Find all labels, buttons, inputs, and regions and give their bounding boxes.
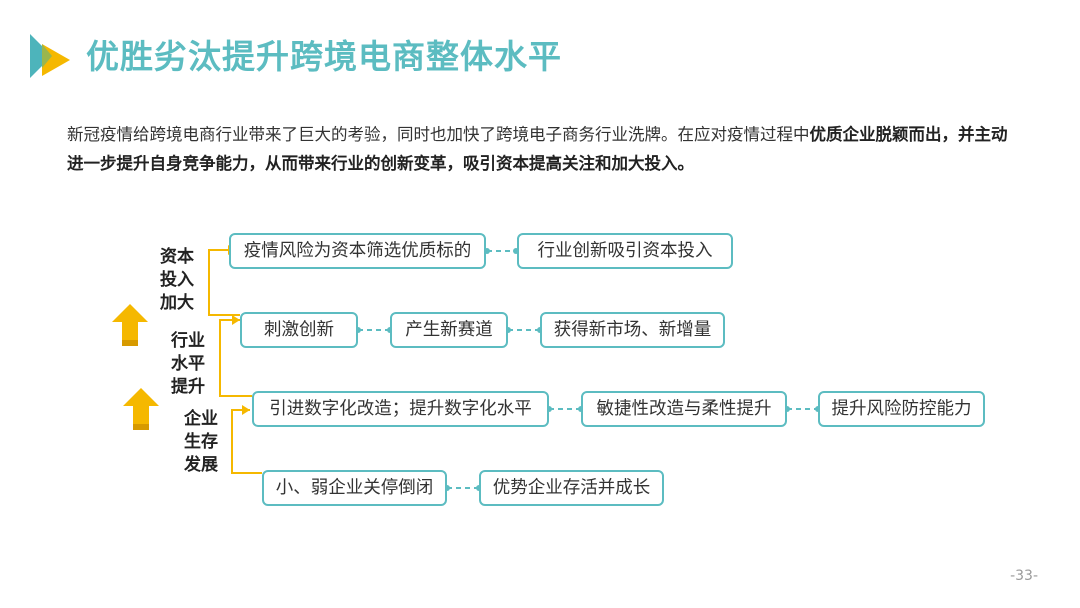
node-stimulate-innovation: 刺激创新 — [240, 312, 358, 348]
node-agile-flexible: 敏捷性改造与柔性提升 — [581, 391, 787, 427]
page-title: 优胜劣汰提升跨境电商整体水平 — [86, 37, 562, 76]
intro-bold-text: 优质企业脱颖而出，并主动进一步提升自身竞争能力，从而带来行业的创新变革，吸引资本… — [67, 125, 1008, 173]
intro-text: 新冠疫情给跨境电商行业带来了巨大的考验，同时也加快了跨境电子商务行业洗牌。在应对… — [67, 125, 810, 144]
up-arrow-icon — [112, 304, 148, 346]
level-label-industry: 行业水平提升 — [171, 331, 205, 397]
page-number: -33- — [1010, 568, 1038, 584]
node-new-track: 产生新赛道 — [390, 312, 508, 348]
level-label-enterprise: 企业生存发展 — [184, 409, 218, 475]
up-arrow-icon — [123, 388, 159, 430]
intro-paragraph: 新冠疫情给跨境电商行业带来了巨大的考验，同时也加快了跨境电子商务行业洗牌。在应对… — [67, 120, 1012, 178]
node-digital-transformation: 引进数字化改造；提升数字化水平 — [252, 391, 549, 427]
play-arrow-logo — [30, 34, 70, 78]
node-innovation-attracts-capital: 行业创新吸引资本投入 — [517, 233, 733, 269]
node-strong-survive: 优势企业存活并成长 — [479, 470, 664, 506]
node-new-market: 获得新市场、新增量 — [540, 312, 725, 348]
node-weak-close: 小、弱企业关停倒闭 — [262, 470, 447, 506]
level-label-capital: 资本投入加大 — [160, 247, 194, 313]
node-risk-control: 提升风险防控能力 — [818, 391, 985, 427]
node-capital-screening: 疫情风险为资本筛选优质标的 — [229, 233, 486, 269]
